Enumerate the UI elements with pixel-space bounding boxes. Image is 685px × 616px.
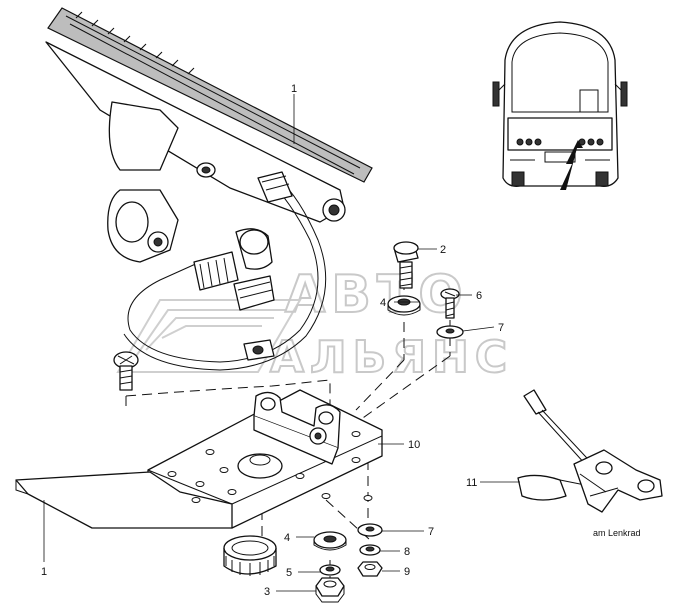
washer-4-top <box>387 295 421 316</box>
washer-4-bottom <box>313 531 347 551</box>
callout-labels: 1 2 6 4 7 10 11 1 4 7 8 5 9 3 am Lenkrad <box>41 83 641 598</box>
nut-3 <box>315 577 345 603</box>
callout-8: 8 <box>404 546 410 558</box>
callout-11: 11 <box>466 477 477 489</box>
screw-6 <box>440 288 460 319</box>
washer-5 <box>319 564 341 576</box>
callout-10: 10 <box>408 439 420 451</box>
callout-2: 2 <box>440 244 446 256</box>
callout-6: 6 <box>476 290 482 302</box>
callout-4-bottom: 4 <box>284 532 290 544</box>
watermark-logo-stripes <box>116 299 302 373</box>
location-arrow-icon <box>560 140 583 190</box>
spring-washer-8 <box>359 544 381 556</box>
watermark: АВТО АЛЬЯНС <box>116 264 513 384</box>
callout-7-bottom: 7 <box>428 526 434 538</box>
bus-mirror-right <box>620 81 628 107</box>
callout-1-top: 1 <box>291 83 297 95</box>
leader-lines <box>43 94 520 592</box>
watermark-line-2: АЛЬЯНС <box>270 332 513 383</box>
bus-headlights <box>516 138 604 146</box>
pedal-assembly-upper <box>45 7 373 371</box>
bus-front-view-inset <box>492 21 628 190</box>
assembly-guide-lines <box>125 280 451 580</box>
ring-nut <box>223 535 277 576</box>
washer-7-top <box>436 325 464 339</box>
watermark-line-1: АВТО <box>285 265 469 325</box>
callout-9: 9 <box>404 566 410 578</box>
bus-mirror-left <box>492 81 500 107</box>
bolt-2 <box>393 241 419 289</box>
callout-3: 3 <box>264 586 270 598</box>
callout-1-bottom: 1 <box>41 566 47 578</box>
location-note: am Lenkrad <box>593 528 641 538</box>
nut-9 <box>357 561 383 577</box>
washer-7-bottom <box>357 523 383 537</box>
callout-4-top: 4 <box>380 297 386 309</box>
callout-5: 5 <box>286 567 292 579</box>
callout-7-top: 7 <box>498 322 504 334</box>
mounting-screw-left <box>113 351 139 391</box>
base-plate-10 <box>15 389 383 529</box>
steering-column-switch-11 <box>517 389 663 513</box>
